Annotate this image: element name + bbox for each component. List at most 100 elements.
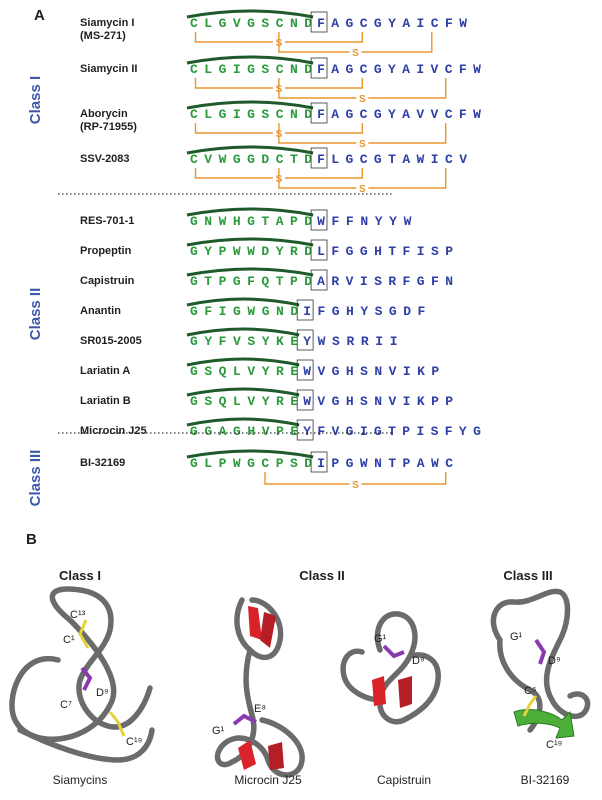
tail-sequence: LFGGHTFISP (317, 244, 453, 259)
isopeptide-anchor-box (296, 359, 314, 381)
siamycin-disulfide-1 (78, 619, 90, 649)
peptide-name-line2: (MS-271) (80, 30, 126, 42)
sulfur-bg (356, 137, 369, 149)
peptide-name: Siamycin I (80, 17, 134, 29)
sulfur-bg (356, 92, 369, 104)
ring-arc (186, 267, 314, 277)
tail-sequence: WVGHSNVIKPP (303, 394, 453, 409)
microcin-glutamate-link (232, 713, 257, 726)
structure-title-class-i: Class I (59, 568, 101, 583)
isopeptide-anchor-box (296, 299, 314, 321)
ring-arc (186, 207, 314, 217)
peptide-name: Siamycin II (80, 63, 137, 75)
label-c13: C¹³ (70, 609, 86, 621)
microcin-sheet-2 (260, 612, 276, 648)
capistruin-backbone (340, 611, 441, 725)
label-d9-capistruin: D⁹ (412, 655, 425, 667)
peptide-name: Anantin (80, 305, 121, 317)
label-d9-bi: D⁹ (548, 655, 561, 667)
peptide-name: Microcin J25 (80, 425, 147, 437)
tail-sequence: FLGCGTAWICV (317, 152, 467, 167)
capistruin-sheet-1 (372, 676, 386, 706)
ring-sequence: CVWGGDCTD (190, 152, 312, 167)
caption-bi-32169: BI-32169 (521, 773, 570, 787)
ring-sequence: GSQLVYRE (190, 364, 298, 379)
tail-sequence: YWSRRII (303, 334, 397, 349)
ring-sequence: GSQLVYRE (190, 394, 298, 409)
label-c7: C⁷ (60, 699, 72, 711)
tail-sequence: YFVGIGTPISFYG (303, 424, 481, 439)
peptide-name: Lariatin B (80, 395, 131, 407)
ring-sequence: GYFVSYKE (190, 334, 298, 349)
isopeptide-anchor-box (310, 269, 328, 291)
structure-title-class-iii: Class III (503, 568, 552, 583)
sulfur-bg (349, 46, 362, 58)
caption-microcin-j25: Microcin J25 (234, 773, 302, 787)
isopeptide-anchor-box (310, 57, 328, 79)
ring-arc (186, 387, 300, 397)
capistruin-aspartate-link (382, 644, 405, 659)
class-ii-label: Class II (27, 288, 44, 341)
ring-sequence: GFIGWGND (190, 304, 298, 319)
ring-sequence: GLPWGCPSD (190, 456, 312, 471)
isopeptide-anchor-box (310, 239, 328, 261)
tail-sequence: IFGHYSGDF (303, 304, 425, 319)
sulfur-label: S (352, 48, 359, 59)
sulfur-label: S (352, 480, 359, 491)
capistruin-structure: G¹ D⁹ (340, 611, 441, 725)
ring-arc (186, 327, 300, 337)
peptide-name: Capistruin (80, 275, 135, 287)
siamycin-structure: C¹³ C¹ D⁹ C⁷ C¹⁹ (9, 586, 155, 763)
isopeptide-anchor-box (296, 329, 314, 351)
bi-32169-aspartate-link (534, 638, 547, 665)
ring-arc (186, 449, 314, 459)
microcin-sheet-3 (238, 740, 256, 770)
isopeptide-anchor-box (310, 209, 328, 231)
class-i-label: Class I (27, 76, 44, 124)
peptide-name: Aborycin (80, 108, 128, 120)
isopeptide-anchor-box (296, 389, 314, 411)
tail-sequence: FAGCGYAVVCFW (317, 107, 481, 122)
ring-sequence: CLGIGSCND (190, 107, 312, 122)
ring-arc (186, 357, 300, 367)
siamycin-backbone-lower (17, 727, 155, 763)
caption-siamycins: Siamycins (53, 773, 108, 787)
ring-sequence: GTPGFQTPD (190, 274, 312, 289)
bi-32169-disulfide (522, 695, 538, 717)
bi-32169-helix (513, 709, 575, 739)
label-c1: C¹ (63, 634, 75, 646)
siamycin-aspartate-link (80, 666, 93, 691)
panel-b-label: B (26, 531, 37, 548)
sulfur-label: S (359, 94, 366, 105)
peptide-name-line2: (RP-71955) (80, 121, 137, 133)
label-c19-bi: C¹⁹ (546, 739, 562, 751)
ring-arc (186, 100, 314, 110)
class-iii-label: Class III (27, 450, 44, 507)
peptide-name: SR015-2005 (80, 335, 142, 347)
microcin-j25-structure: G¹ E⁸ (212, 597, 305, 778)
capistruin-sheet-2 (398, 676, 412, 708)
microcin-sheet-4 (268, 742, 284, 770)
sulfur-bg (349, 478, 362, 490)
tail-sequence: FAGCGYAIVCFW (317, 62, 481, 77)
ring-arc (186, 145, 314, 155)
ring-sequence: GYPWWDYRD (190, 244, 312, 259)
peptide-name: RES-701-1 (80, 215, 134, 227)
microcin-backbone (214, 597, 305, 778)
tail-sequence: IPGWNTPAWC (317, 456, 453, 471)
ring-arc (186, 55, 314, 65)
ring-sequence: CLGVGSCND (190, 16, 312, 31)
peptide-name: SSV-2083 (80, 153, 130, 165)
ring-arc (186, 417, 300, 427)
isopeptide-anchor-box (310, 102, 328, 124)
sulfur-label: S (359, 139, 366, 150)
peptide-names: Siamycin I(MS-271) Siamycin II Aborycin(RP… (80, 17, 147, 469)
ring-sequence: GNWHGTAPD (190, 214, 312, 229)
tail-sequence: WVGHSNVIKP (303, 364, 439, 379)
isopeptide-anchor-box (310, 147, 328, 169)
label-g1: G¹ (212, 725, 225, 737)
panel-a-label: A (34, 7, 45, 24)
